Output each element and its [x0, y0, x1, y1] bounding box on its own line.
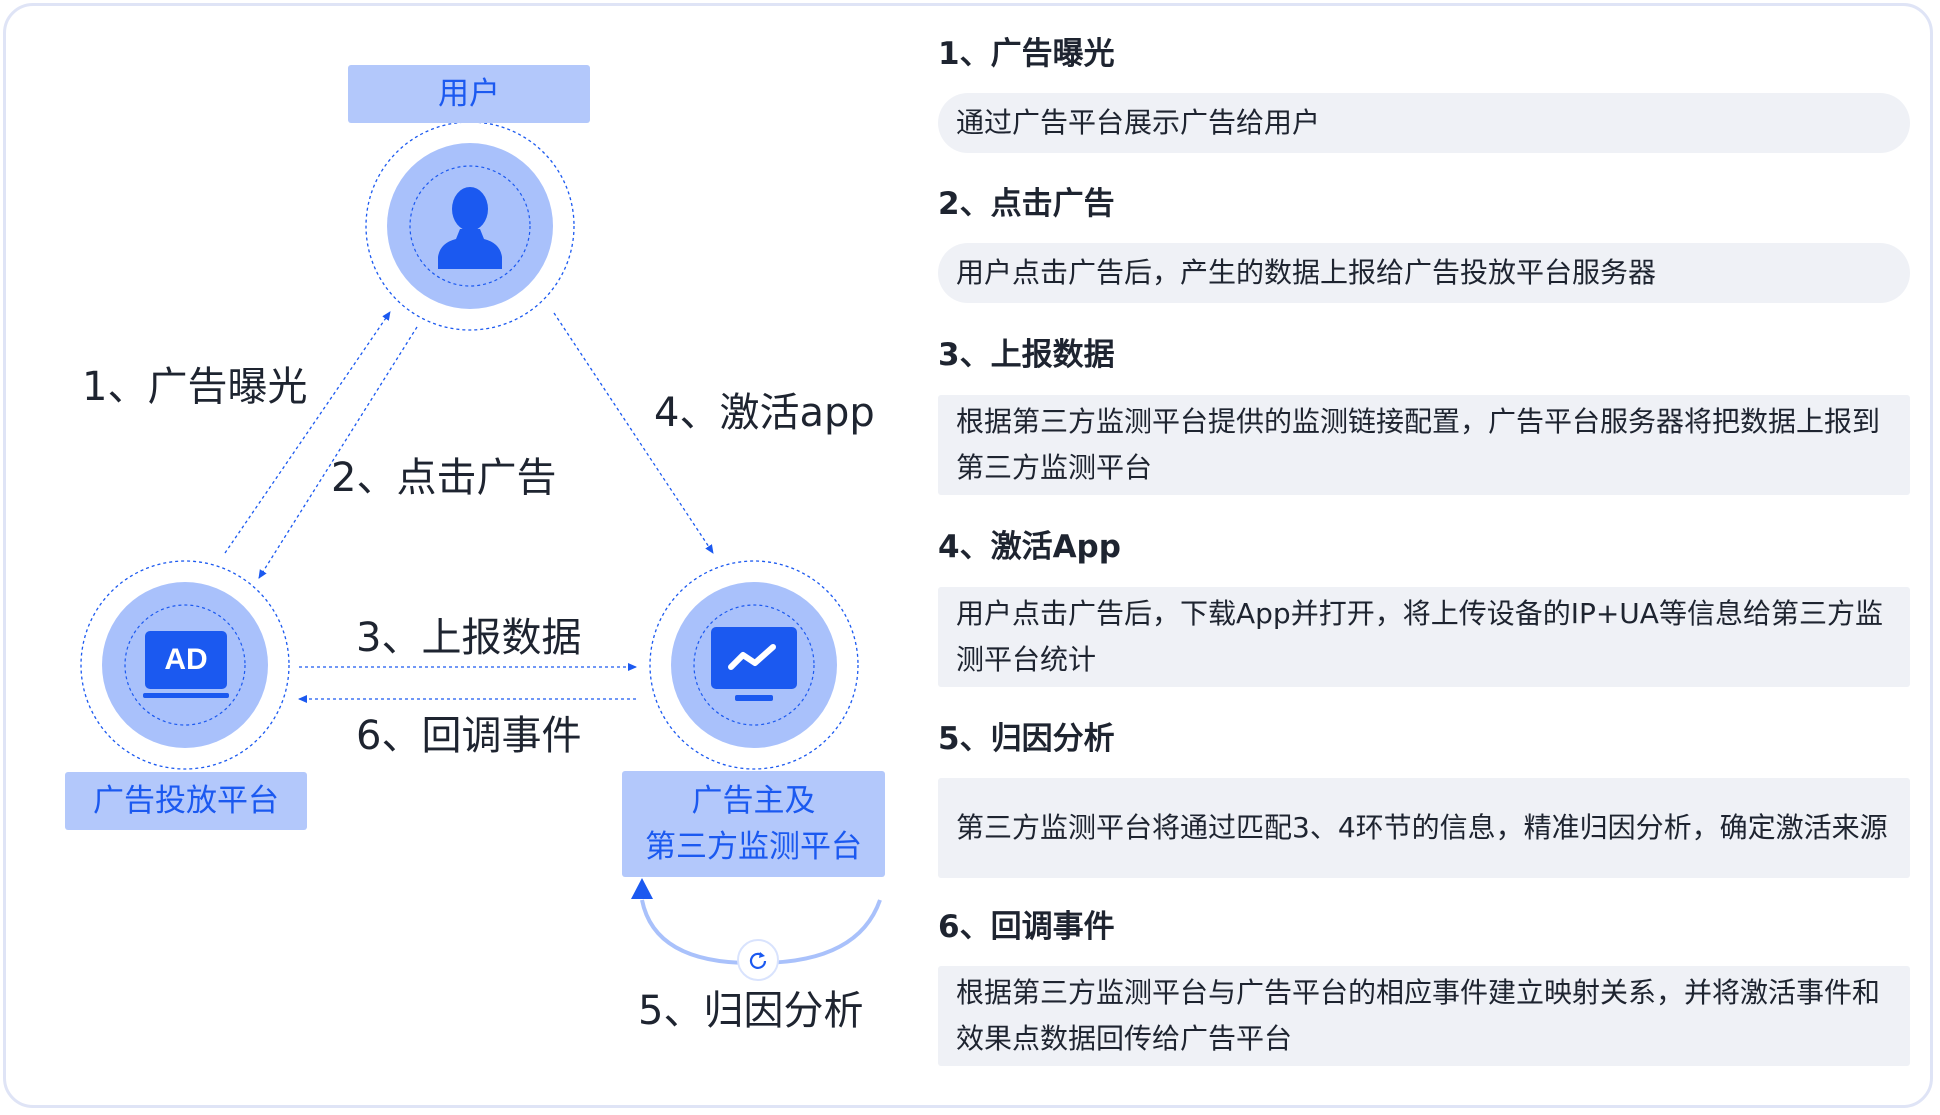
step-title-3: 3、上报数据 [938, 337, 1115, 373]
step-title-5-text: 5、归因分析 [938, 721, 1115, 757]
step-title-5: 5、归因分析 [938, 721, 1115, 757]
step-desc-6: 根据第三方监测平台与广告平台的相应事件建立映射关系，并将激活事件和效果点数据回传… [938, 966, 1910, 1066]
step-desc-5: 第三方监测平台将通过匹配3、4环节的信息，精准归因分析，确定激活来源 [938, 778, 1910, 878]
step-title-4: 4、激活App [938, 529, 1121, 565]
monitor-chart-icon [711, 627, 797, 701]
step-desc-1-text: 通过广告平台展示广告给用户 [956, 106, 1321, 139]
monitor-label: 广告主及 第三方监测平台 [622, 771, 885, 877]
step-desc-3-text: 根据第三方监测平台提供的监测链接配置，广告平台服务器将把数据上报到第三方监测平台 [956, 405, 1881, 484]
ad-platform-label: 广告投放平台 [65, 772, 307, 830]
step-title-3-text: 3、上报数据 [938, 337, 1115, 373]
edge-label-report: 3、上报数据 [356, 615, 582, 661]
attribution-loop [631, 878, 882, 981]
monitor-label-line2: 第三方监测平台 [645, 829, 862, 865]
step-desc-6-text: 根据第三方监测平台与广告平台的相应事件建立映射关系，并将激活事件和效果点数据回传… [956, 976, 1881, 1055]
step-title-6-text: 6、回调事件 [938, 909, 1115, 945]
user-label: 用户 [348, 65, 590, 123]
step-desc-2: 用户点击广告后，产生的数据上报给广告投放平台服务器 [938, 243, 1910, 303]
edge-click [258, 326, 418, 579]
edge-label-activate: 4、激活app [654, 390, 875, 436]
step-desc-5-text: 第三方监测平台将通过匹配3、4环节的信息，精准归因分析，确定激活来源 [956, 811, 1888, 844]
edge-label-exposure: 1、广告曝光 [82, 364, 308, 410]
step-desc-1: 通过广告平台展示广告给用户 [938, 93, 1910, 153]
step-desc-3: 根据第三方监测平台提供的监测链接配置，广告平台服务器将把数据上报到第三方监测平台 [938, 395, 1910, 495]
step-title-6: 6、回调事件 [938, 909, 1115, 945]
step-title-2-text: 2、点击广告 [938, 186, 1115, 222]
monitor-label-line1: 广告主及 [691, 783, 816, 819]
user-icon [438, 187, 502, 269]
edge-exposure [224, 311, 391, 554]
step-title-1: 1、广告曝光 [938, 36, 1115, 72]
step-desc-2-text: 用户点击广告后，产生的数据上报给广告投放平台服务器 [956, 256, 1657, 289]
step-desc-4-text: 用户点击广告后，下载App并打开，将上传设备的IP+UA等信息给第三方监测平台统… [956, 597, 1883, 676]
edge-label-callback: 6、回调事件 [356, 713, 582, 759]
step-title-2: 2、点击广告 [938, 186, 1115, 222]
ad-icon: AD [143, 631, 229, 699]
edge-label-click: 2、点击广告 [331, 455, 557, 501]
ad-icon-text: AD [145, 631, 227, 689]
step-desc-4: 用户点击广告后，下载App并打开，将上传设备的IP+UA等信息给第三方监测平台统… [938, 587, 1910, 687]
edge-label-attribution: 5、归因分析 [638, 988, 864, 1034]
refresh-icon [749, 952, 767, 969]
step-title-1-text: 1、广告曝光 [938, 36, 1115, 72]
step-title-4-text: 4、激活App [938, 529, 1121, 565]
